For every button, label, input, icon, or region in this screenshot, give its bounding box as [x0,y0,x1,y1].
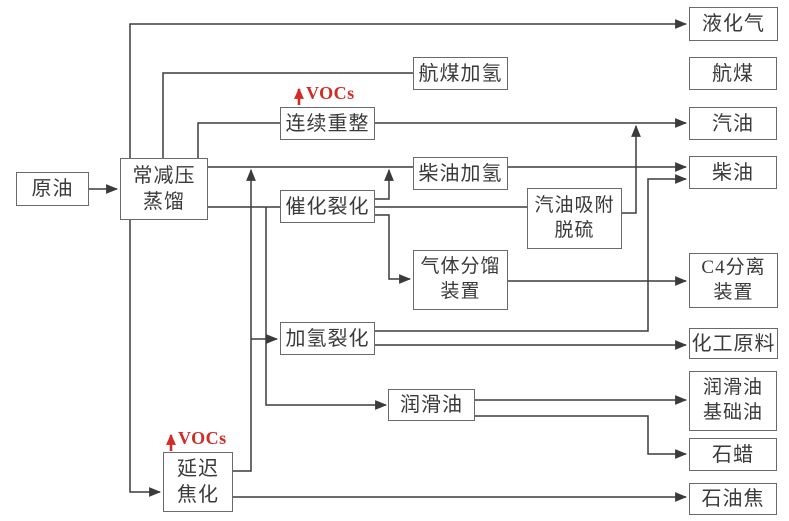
node-hydrocracking: 加氢裂化 [280,322,375,355]
node-jet-fuel: 航煤 [689,57,777,90]
node-diesel-hydrotreating: 柴油加氢 [413,157,508,190]
vocs-label-coking: VOCs [178,428,227,448]
node-gasoline-adsorption-desulfurization: 汽油吸附 脱硫 [527,188,622,249]
node-lube-oil: 润滑油 [388,389,475,421]
node-jet-fuel-hydrotreating: 航煤加氢 [413,57,508,90]
node-petroleum-coke: 石油焦 [689,483,777,515]
node-paraffin-wax: 石蜡 [689,438,777,471]
node-crude-oil: 原油 [16,172,89,206]
node-catalytic-cracking: 催化裂化 [280,190,375,223]
vocs-label-reforming: VOCs [306,83,355,103]
node-delayed-coking: 延迟 焦化 [163,452,233,512]
node-continuous-reforming: 连续重整 [280,107,375,140]
node-lpg: 液化气 [689,7,778,41]
node-atm-vac-distillation: 常减压 蒸馏 [120,158,208,220]
node-diesel: 柴油 [689,156,777,189]
node-c4-separation-unit: C4分离 装置 [689,253,778,308]
node-lube-base-oil: 润滑油 基础油 [689,371,777,431]
node-gasoline: 汽油 [689,107,777,140]
node-chemical-feedstock: 化工原料 [689,328,778,359]
node-gas-fractionation-unit: 气体分馏 装置 [413,250,508,310]
